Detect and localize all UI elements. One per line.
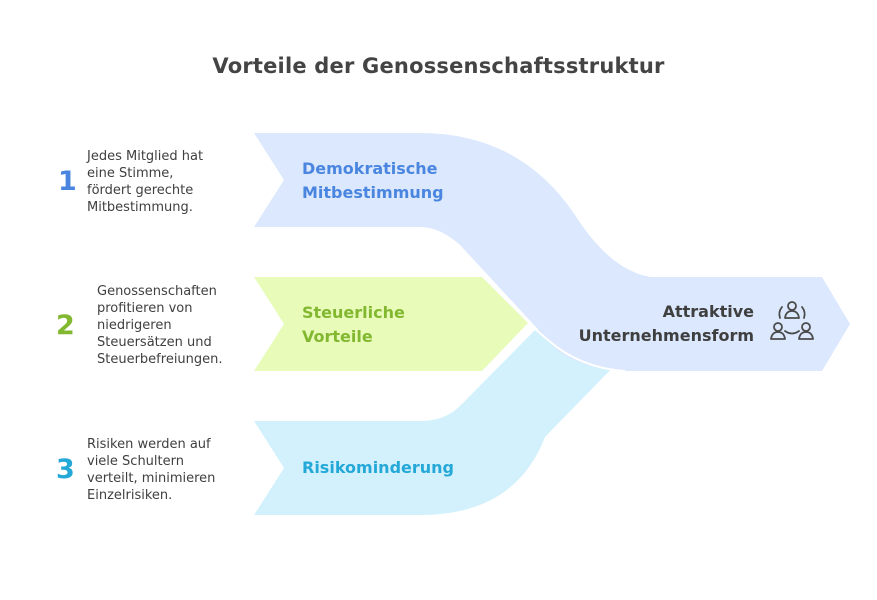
item-number-2: 2: [56, 310, 75, 341]
item-description-1: Jedes Mitglied hat eine Stimme, fördert …: [87, 149, 204, 215]
diagram-title: Vorteile der Genossenschaftsstruktur: [212, 54, 665, 78]
item-label-demokratische-mitbestimmung: Demokratische Mitbestimmung: [302, 159, 444, 202]
item-description-2: Genossenschaften profitieren von niedrig…: [97, 284, 223, 367]
item-number-3: 3: [56, 454, 75, 485]
item-label-risikominderung: Risikominderung: [302, 458, 454, 477]
group-people-icon: [770, 301, 814, 340]
flow-band-steuerliche-vorteile: [254, 277, 528, 371]
flow-band-demokratische-mitbestimmung: [254, 133, 850, 371]
item-label-steuerliche-vorteile: Steuerliche Vorteile: [302, 303, 405, 346]
item-number-1: 1: [58, 166, 77, 197]
target-label: Attraktive Unternehmensform: [578, 302, 754, 345]
item-description-3: Risiken werden auf viele Schultern verte…: [87, 437, 216, 503]
flow-band-risikominderung: [254, 330, 650, 515]
